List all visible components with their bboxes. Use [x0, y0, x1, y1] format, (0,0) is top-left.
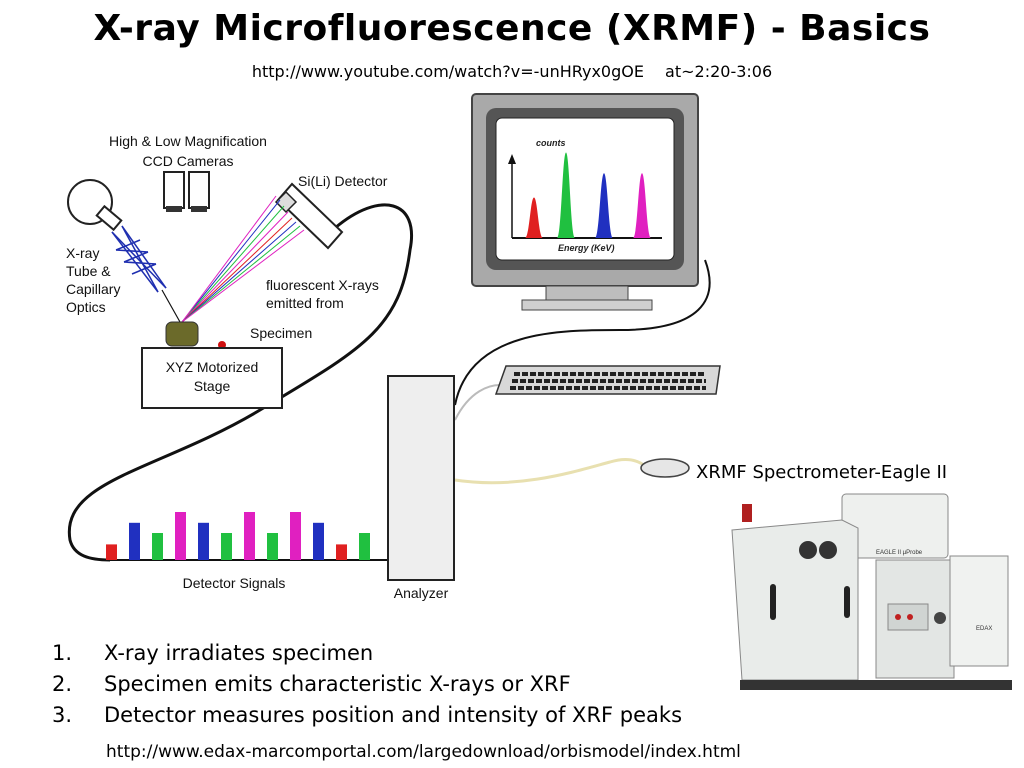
signal-bar: [267, 533, 278, 560]
tube-label-2: Tube &: [66, 263, 111, 279]
monitor: [471, 93, 699, 311]
signal-bar: [290, 512, 301, 560]
keyboard: [494, 365, 721, 395]
beam: [161, 289, 181, 323]
spectrometer-caption: XRMF Spectrometer-Eagle II: [696, 462, 948, 483]
step-number: 3.: [52, 703, 73, 727]
spectrometer-photo: EAGLE II µProbe EDAX: [716, 488, 1024, 694]
tube-label-4: Optics: [66, 299, 106, 315]
analyzer-label: Analyzer: [394, 585, 449, 601]
signal-bar: [152, 533, 163, 560]
specimen: [165, 321, 199, 347]
analyzer: [387, 375, 455, 581]
video-time: at~2:20-3:06: [665, 62, 773, 81]
stage-label-2: Stage: [194, 378, 231, 394]
detector-signals: [106, 512, 370, 560]
signal-bar: [175, 512, 186, 560]
spectrum-peak: [525, 197, 543, 238]
monitor-counts-label: counts: [536, 138, 566, 148]
tube-label-1: X-ray: [66, 245, 99, 261]
list-item: 1. X-ray irradiates specimen: [52, 638, 682, 669]
spectrum-peak: [557, 152, 575, 238]
capillary-optics: [111, 225, 167, 293]
monitor-spectrum: [508, 152, 662, 239]
specimen-label: Specimen: [250, 325, 312, 341]
step-text: Detector measures position and intensity…: [104, 703, 683, 727]
signal-bar: [313, 522, 324, 560]
xyz-stage: [141, 347, 283, 409]
video-url[interactable]: http://www.youtube.com/watch?v=-unHRyx0g…: [251, 62, 644, 81]
video-reference: http://www.youtube.com/watch?v=-unHRyx0g…: [0, 62, 1024, 81]
panel-text: EAGLE II µProbe: [876, 550, 923, 556]
signal-bar: [198, 522, 209, 560]
list-item: 2. Specimen emits characteristic X-rays o…: [52, 669, 682, 700]
detector-signals-label: Detector Signals: [183, 575, 286, 591]
tube-collar: [95, 204, 123, 232]
ccd-cameras: [163, 171, 210, 212]
signal-bar: [106, 544, 117, 560]
step-text: X-ray irradiates specimen: [104, 641, 374, 665]
steps-list: 1. X-ray irradiates specimen 2. Specimen e…: [52, 638, 682, 731]
spectrum-peak: [595, 173, 613, 238]
tube-label-3: Capillary: [66, 281, 120, 297]
signal-bar: [129, 522, 140, 560]
stage-label-1: XYZ Motorized: [166, 359, 259, 375]
cameras-label-2: CCD Cameras: [142, 153, 233, 169]
page-title: X-ray Microfluorescence (XRMF) - Basics: [93, 8, 931, 49]
signal-bar: [359, 533, 370, 560]
brand-text: EDAX: [976, 626, 992, 632]
signal-bar: [336, 544, 347, 560]
monitor-cable: [454, 259, 711, 406]
fluorescent-rays: [181, 195, 305, 323]
footer-url[interactable]: http://www.edax-marcomportal.com/largedo…: [106, 742, 741, 762]
signal-bar: [244, 512, 255, 560]
step-number: 1.: [52, 641, 73, 665]
step-text: Specimen emits characteristic X-rays or …: [104, 672, 571, 696]
list-item: 3. Detector measures position and intensi…: [52, 700, 682, 731]
si-li-detector: [274, 182, 344, 250]
detector-label: Si(Li) Detector: [298, 173, 388, 189]
mouse-cable: [454, 458, 646, 485]
keyboard-cable: [454, 384, 501, 421]
signal-bar: [221, 533, 232, 560]
spectrum-peak: [633, 173, 651, 238]
mouse: [640, 458, 690, 478]
step-number: 2.: [52, 672, 73, 696]
monitor-energy-label: Energy (KeV): [558, 243, 615, 253]
fluorescent-label-1: fluorescent X-rays: [266, 277, 379, 293]
cameras-label-1: High & Low Magnification: [109, 133, 267, 149]
fluorescent-label-2: emitted from: [266, 295, 344, 311]
